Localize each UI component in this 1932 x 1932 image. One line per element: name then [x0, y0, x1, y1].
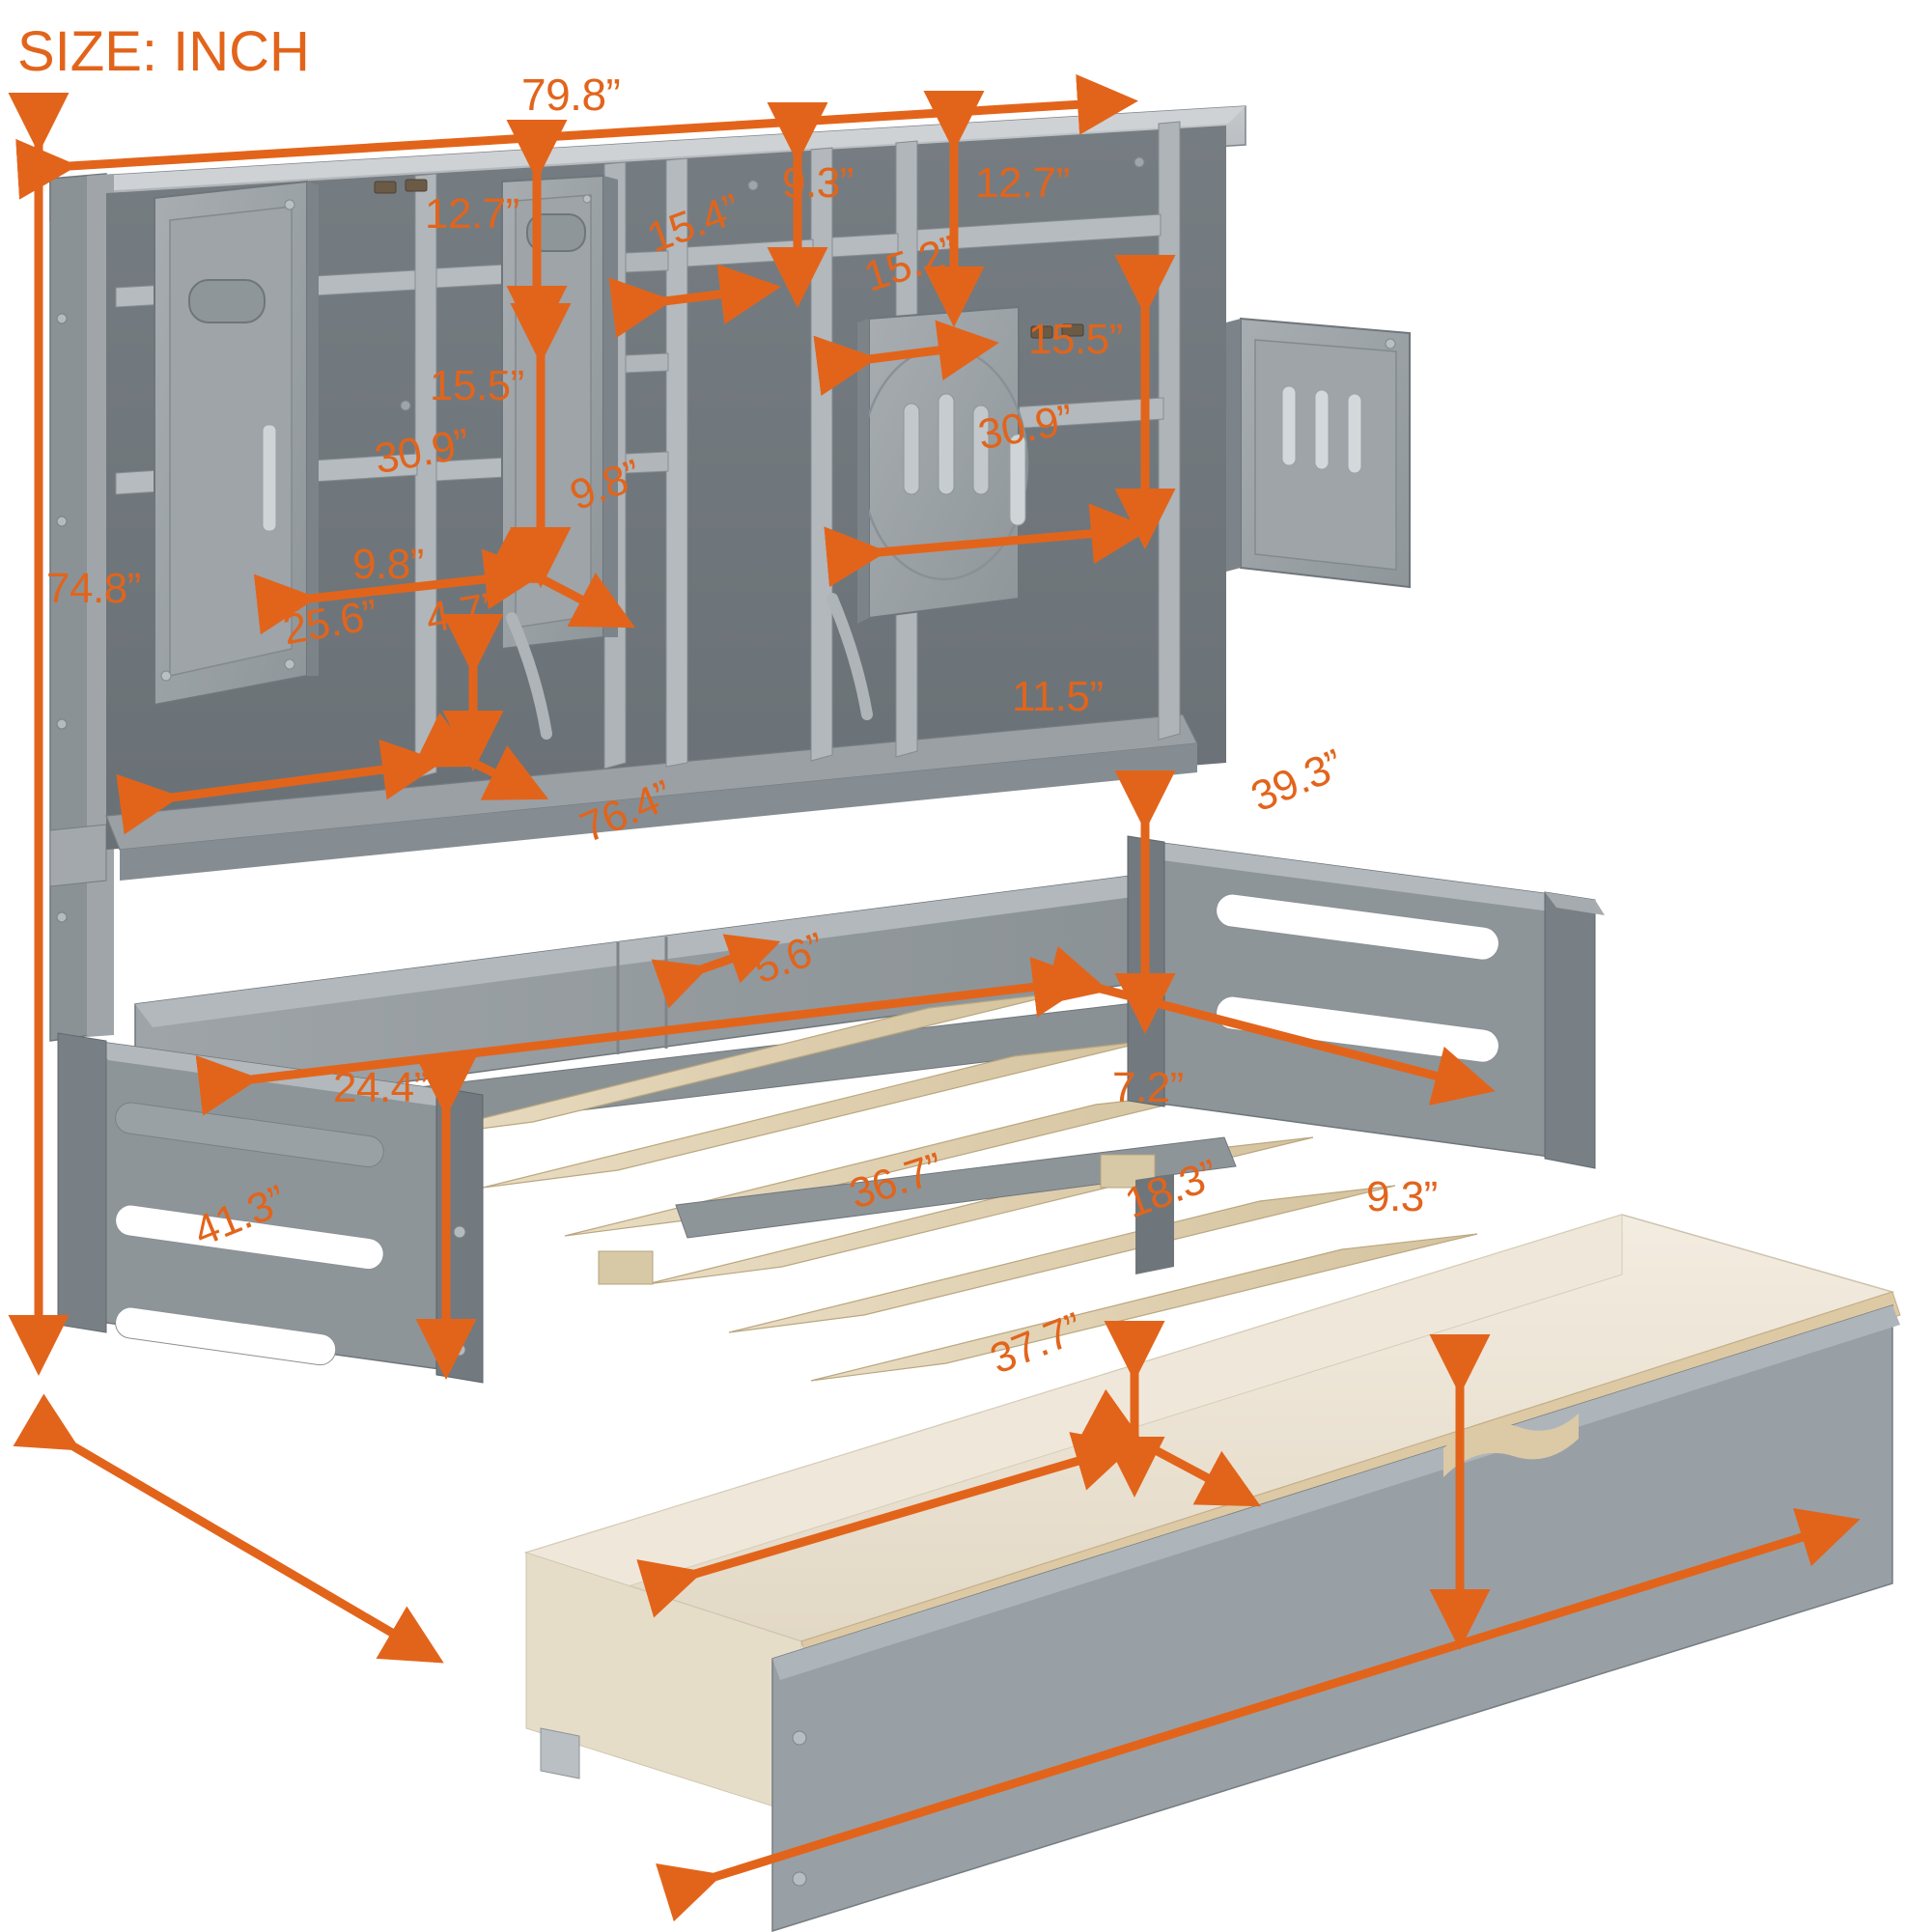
page-title: SIZE: INCH	[17, 20, 310, 83]
